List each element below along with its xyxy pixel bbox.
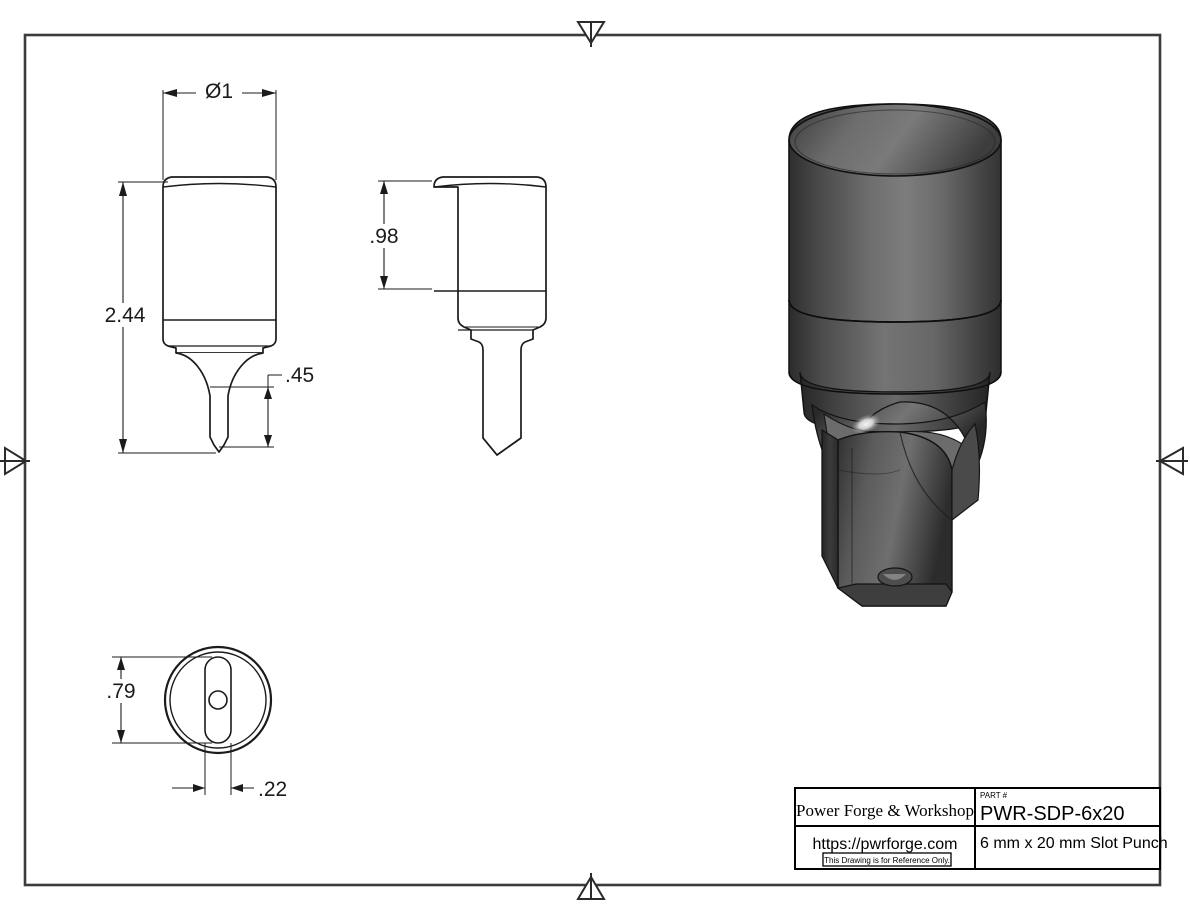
center-mark-bottom — [576, 873, 606, 900]
dimension-head-length: .98 — [359, 180, 432, 290]
title-block-reference-note: This Drawing is for Reference Only. — [824, 856, 950, 865]
dimension-slot-length: .79 — [96, 656, 212, 744]
dimension-tip-length-label: .45 — [285, 364, 314, 387]
title-block-description: 6 mm x 20 mm Slot Punch — [980, 835, 1168, 852]
center-mark-right — [1156, 446, 1188, 476]
title-block-part-number: PWR-SDP-6x20 — [980, 803, 1124, 825]
dimension-diameter: Ø1 — [162, 80, 277, 180]
dimension-slot-width: .22 — [172, 743, 287, 801]
dimension-tip-length: .45 — [210, 364, 314, 448]
title-block-website[interactable]: https://pwrforge.com — [813, 836, 958, 853]
front-view — [162, 176, 277, 453]
dimension-slot-length-label: .79 — [106, 680, 135, 703]
center-mark-top — [576, 21, 606, 47]
dimension-slot-width-label: .22 — [258, 778, 287, 801]
title-block-part-label: PART # — [980, 791, 1008, 800]
center-mark-left — [0, 446, 30, 476]
bottom-view — [163, 645, 273, 755]
isometric-view — [788, 103, 1002, 607]
title-block-company: Power Forge & Workshop — [796, 801, 974, 820]
dimension-overall-length: 2.44 — [98, 181, 216, 454]
title-block: Power Forge & Workshop PART # PWR-SDP-6x… — [794, 787, 1168, 870]
dimension-overall-length-label: 2.44 — [105, 304, 146, 327]
dimension-diameter-label: Ø1 — [205, 80, 233, 103]
side-view — [433, 176, 547, 457]
dimension-head-length-label: .98 — [369, 225, 398, 248]
